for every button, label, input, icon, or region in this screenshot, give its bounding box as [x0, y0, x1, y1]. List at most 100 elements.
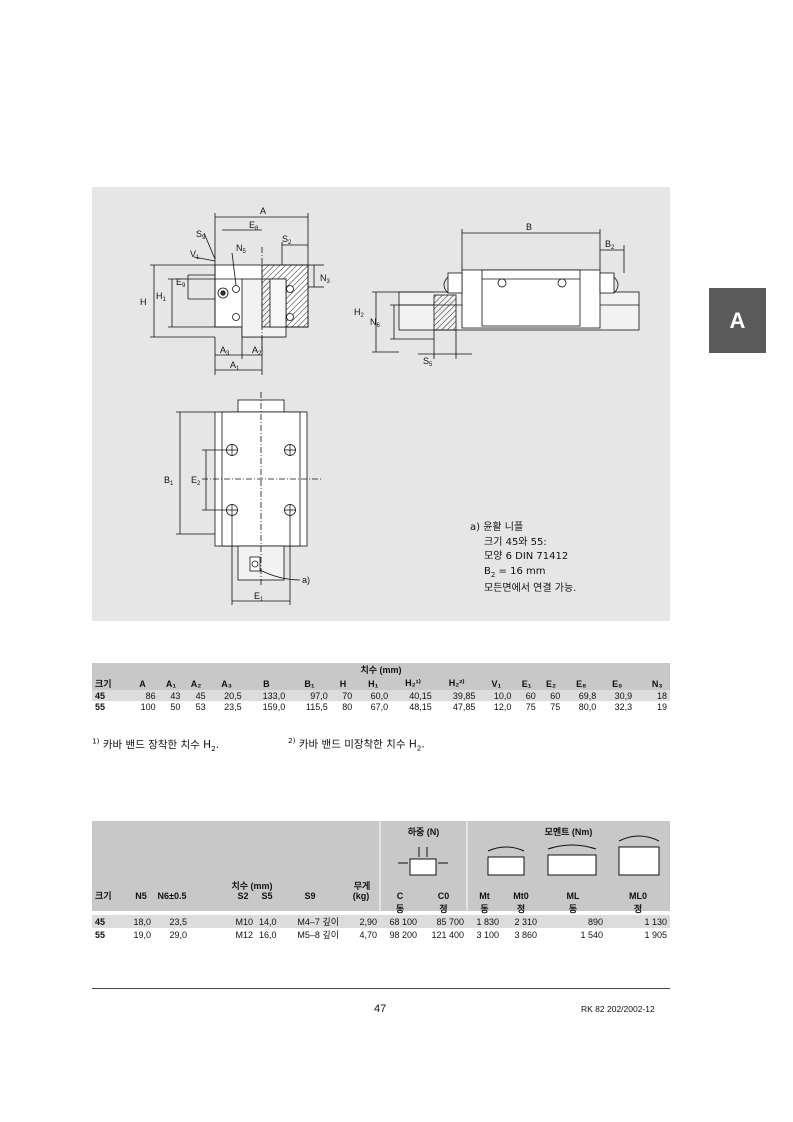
table2-sub-label: 동: [480, 904, 489, 914]
table1-header-cell: [635, 677, 644, 690]
table2-cell: 3 100: [476, 929, 499, 940]
dim-title: 치수 (mm): [231, 881, 273, 891]
svg-text:V1: V1: [190, 249, 200, 261]
table2-cell: 121 400: [431, 929, 464, 940]
load-title: 하중 (N): [407, 827, 440, 837]
svg-text:S9: S9: [196, 229, 206, 241]
table1-cell: [635, 690, 644, 701]
table1-cell: 75: [550, 701, 561, 712]
table2-cell: 1 540: [580, 929, 603, 940]
table1-cell: 50: [170, 701, 181, 712]
svg-text:E9: E9: [176, 277, 186, 289]
footnote-1: 1) 카바 밴드 장착한 치수 H2.: [92, 736, 220, 753]
table2-header-cell: (kg): [352, 890, 370, 901]
table2-header-cell: N6±0.5: [157, 890, 187, 901]
drawing-labels: A E8 S9 V1 N5 S2 E9 H H1 N3 A3 A2 A1 B B…: [140, 206, 615, 603]
table1-header-cell: E₂: [546, 678, 557, 689]
table1-header-cell: E₈: [576, 678, 587, 689]
table2-cell: 2,90: [359, 916, 377, 927]
table2-cell: 2 310: [514, 916, 537, 927]
svg-text:B: B: [526, 222, 532, 232]
table2-sub-empty: [128, 902, 154, 915]
table1-header-cell: A₁: [165, 678, 177, 689]
table1-header-cell: H₂²⁾: [448, 678, 465, 688]
table2-cell: 19,0: [133, 929, 151, 940]
side-view: [372, 229, 640, 359]
table1-cell: 20,5: [224, 690, 242, 701]
table1-cell: 55: [95, 701, 106, 712]
table2-cell: M10: [235, 916, 253, 927]
lubrication-note: a) 윤활 니플 크기 45와 55: 모양 6 DIN 71412 B2 = …: [470, 522, 577, 594]
table2-sub-empty: [342, 902, 380, 915]
table2-header-cell: C0: [437, 890, 450, 901]
svg-text:N3: N3: [320, 273, 331, 285]
table2-sub-empty: [230, 902, 256, 915]
table2-cell: 68 100: [389, 916, 417, 927]
table1-cell: 159,0: [262, 701, 286, 712]
table2-cell: 14,0: [259, 916, 277, 927]
table2-cell: 890: [587, 916, 603, 927]
table2-cell: [190, 928, 230, 941]
footnotes: 1) 카바 밴드 장착한 치수 H2. 2) 카바 밴드 미장착한 치수 H2.: [92, 736, 670, 753]
svg-text:A3: A3: [220, 345, 230, 357]
table1-cell: 45: [195, 690, 206, 701]
label-e8: E8: [249, 220, 259, 232]
table2-cell: M4–7 깊이: [297, 917, 339, 927]
table2-header-cell: ML: [566, 890, 580, 901]
section-tab: A: [709, 288, 766, 353]
front-view: [150, 213, 324, 375]
table1-cell: 69,8: [578, 690, 597, 701]
table2-header-cell: Mt0: [513, 890, 529, 901]
table1-cell: 75: [525, 701, 536, 712]
technical-drawing-panel: A E8 S9 V1 N5 S2 E9 H H1 N3 A3 A2 A1 B B…: [92, 187, 670, 621]
svg-text:H: H: [140, 297, 147, 307]
top-view: [176, 392, 322, 605]
table2-sub-label: 정: [439, 904, 448, 914]
table1-cell: 10,0: [493, 690, 512, 701]
table1-cell: 47,85: [452, 701, 476, 712]
table1-header-cell: E₉: [612, 678, 623, 689]
svg-text:N5: N5: [236, 243, 247, 255]
table2-cell: M12: [235, 929, 253, 940]
table1-header-cell: B₁: [304, 678, 315, 689]
table1-cell: 40,15: [409, 690, 432, 701]
table2-sub-label: 정: [633, 904, 643, 914]
table1-cell: 67,0: [370, 701, 389, 712]
table2-cell: 85 700: [436, 916, 464, 927]
table1-cell: 60: [550, 690, 561, 701]
table2-cell: [190, 915, 230, 928]
table2-cell: 16,0: [259, 929, 277, 940]
load-icon: [398, 847, 448, 876]
table1-header-cell: B: [263, 678, 270, 689]
table2-sub-empty: [154, 902, 190, 915]
footnote-2: 2) 카바 밴드 미장착한 치수 H2.: [288, 736, 425, 753]
table1-header-cell: A₂: [190, 678, 202, 689]
table2-cell: 45: [95, 916, 106, 927]
table2-header-cell: N5: [135, 890, 147, 901]
table1-cell: 100: [140, 701, 156, 712]
svg-text:A: A: [260, 206, 266, 216]
table2-sub-empty: [190, 902, 230, 915]
table2-cell: 23,5: [169, 916, 187, 927]
table1-cell: 45: [95, 690, 106, 701]
svg-text:a): a): [302, 575, 310, 585]
table1-cell: 97,0: [310, 690, 328, 701]
table1-cell: 60: [525, 690, 536, 701]
svg-text:B2: B2: [605, 239, 615, 251]
table1-cell: 80: [342, 701, 353, 712]
table1-header-cell: E₁: [521, 678, 532, 689]
table1-cell: 19: [656, 701, 667, 712]
table2-header-cell: C: [396, 890, 404, 901]
table1-cell: 53: [195, 701, 206, 712]
table2-sub-label: 동: [395, 904, 405, 914]
document-reference: RK 82 202/2002-12: [581, 1004, 655, 1014]
table2-sub-empty: [256, 902, 278, 915]
table1-header-cell: A: [139, 678, 146, 689]
table1-cell: 70: [342, 690, 353, 701]
table1-cell: 30,9: [614, 690, 633, 701]
